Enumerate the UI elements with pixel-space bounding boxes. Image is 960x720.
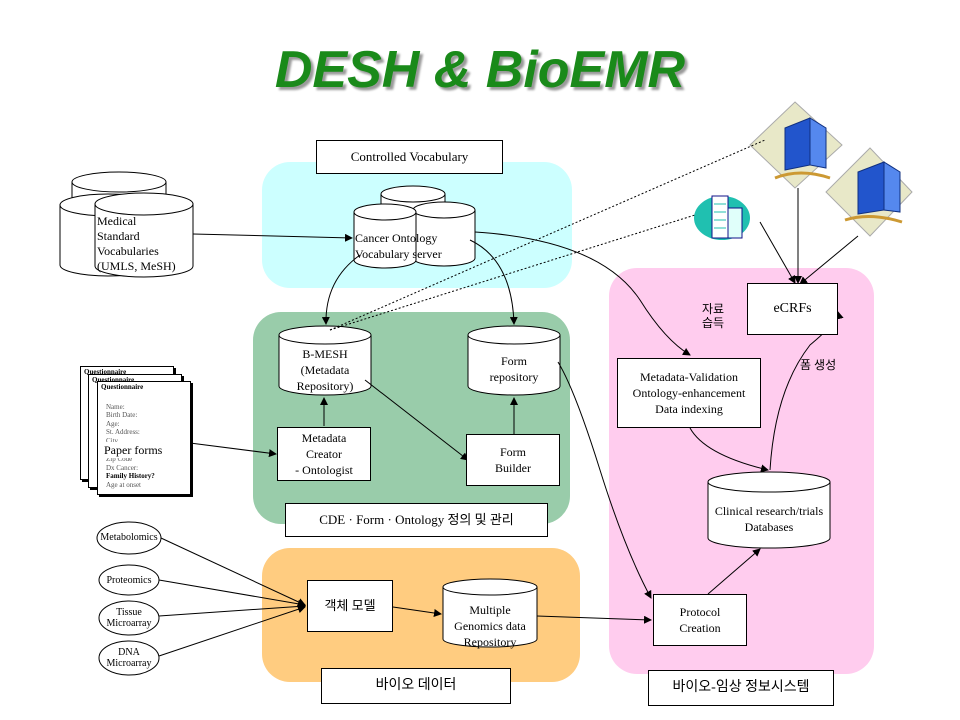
ecrfs-box: eCRFs [747, 283, 838, 335]
dotted-links [329, 139, 766, 331]
tissue-microarray-oval: Tissue Microarray [106, 607, 152, 629]
clinic-building-icon [694, 195, 750, 240]
genomics-repo-label: Multiple Genomics data Repository [454, 603, 526, 649]
paper-forms-label: Paper forms [104, 442, 163, 458]
clinical-db-label: Clinical research/trials Databases [714, 504, 824, 534]
metadata-validation-box: Metadata-Validation Ontology-enhancement… [617, 358, 761, 428]
clinical-db-icon [707, 471, 831, 549]
metabolomics-oval: Metabolomics [100, 532, 158, 543]
medical-vocab-db-icon [59, 171, 194, 278]
cancer-ontology-label: Cancer Ontology Vocabulary server [355, 231, 442, 261]
clinical-system-label-box: 바이오-임상 정보시스템 [648, 670, 834, 706]
object-model-box: 객체 모델 [307, 580, 393, 632]
omics-ovals [96, 521, 162, 676]
paper-form-sheet-3: Questionnaire Name: Birth Date: Age: St.… [97, 381, 191, 495]
page-title: DESH & BioEMR [274, 41, 686, 99]
dna-microarray-oval: DNA Microarray [106, 647, 152, 669]
hospital-building-icon [749, 101, 843, 189]
collect-label: 자료 습득 [702, 302, 725, 330]
protocol-creation-box: Protocol Creation [653, 594, 747, 646]
cde-label-box: CDE · Form · Ontology 정의 및 관리 [285, 503, 548, 537]
form-builder-box: Form Builder [466, 434, 560, 486]
proteomics-oval: Proteomics [106, 575, 152, 586]
connectors [158, 188, 859, 657]
bmesh-label: B-MESH (Metadata Repository) [296, 347, 354, 393]
cancer-ontology-db-icon [353, 185, 476, 269]
form-repository-db-icon [467, 325, 561, 396]
controlled-vocabulary-box: Controlled Vocabulary [316, 140, 503, 174]
form-generation-label: 폼 생성 [800, 358, 837, 372]
form-repository-label: Form repository [489, 354, 539, 384]
hospital-building-icon-2 [825, 147, 913, 237]
bio-data-label-box: 바이오 데이터 [321, 668, 511, 704]
metadata-creator-box: Metadata Creator - Ontologist [277, 427, 371, 481]
genomics-db-icon [442, 578, 538, 648]
medical-vocab-label: Medical Standard Vocabularies (UMLS, MeS… [97, 214, 176, 273]
bmesh-db-icon [278, 325, 372, 396]
